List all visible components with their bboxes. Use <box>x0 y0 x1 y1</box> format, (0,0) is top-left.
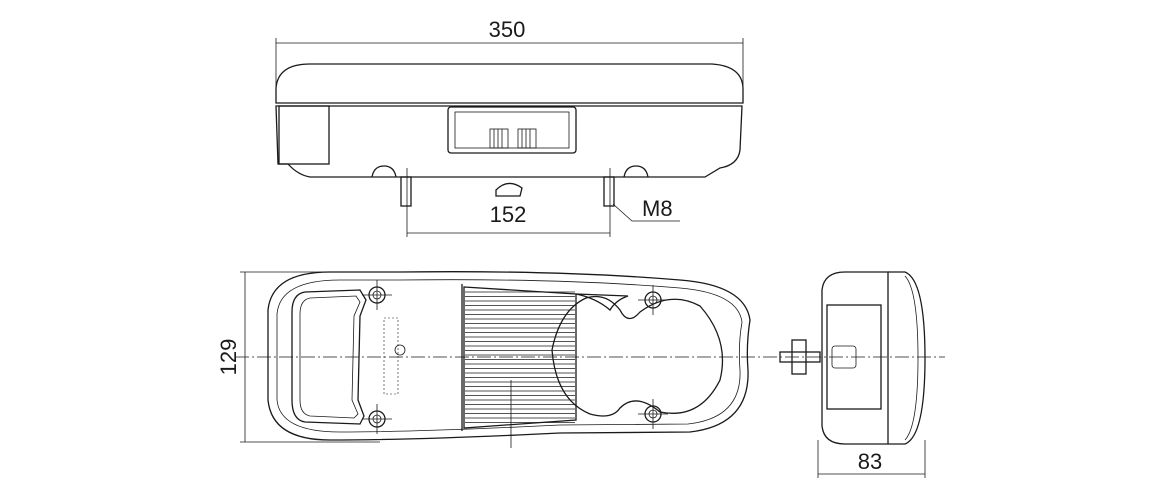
side-lamp-block <box>278 105 330 165</box>
stop-lamp-ribbed-lens <box>463 286 577 429</box>
side-connector-cover <box>826 304 882 410</box>
thread-leader-line <box>612 203 680 222</box>
front-view: 129 <box>216 271 945 448</box>
side-cable-gland <box>831 345 857 369</box>
dimension-depth-label: 83 <box>858 449 882 474</box>
stud-right <box>603 176 615 207</box>
connector-pins <box>489 128 537 149</box>
rib-frame <box>463 286 577 429</box>
screws <box>362 280 668 434</box>
dimension-width-label: 350 <box>489 17 526 42</box>
lens-divider <box>575 293 629 311</box>
side-view: 83 <box>779 271 926 478</box>
approval-markings <box>383 317 406 395</box>
side-stud <box>779 351 821 363</box>
housing-outline <box>267 271 751 441</box>
mount-boss-left <box>371 165 397 178</box>
mount-boss-right <box>623 165 649 178</box>
connector-window <box>447 106 577 154</box>
thread-label: M8 <box>642 196 673 221</box>
side-lens-inner <box>904 275 919 441</box>
housing-inner-outline <box>276 279 743 433</box>
housing-body <box>275 105 743 178</box>
dimension-stud-spacing-label: 152 <box>490 202 527 227</box>
lens-cap <box>275 63 744 104</box>
top-view: 350 152 M8 <box>275 17 744 237</box>
reflector-lens <box>291 289 367 425</box>
side-stud-nut <box>791 339 807 375</box>
reflector-lens-inner <box>299 295 361 419</box>
connector-window-inner <box>454 111 570 149</box>
stud-left <box>400 176 412 207</box>
side-lens <box>888 271 926 445</box>
indicator-and-tail-lenses <box>551 295 724 417</box>
cable-gland <box>495 182 523 197</box>
